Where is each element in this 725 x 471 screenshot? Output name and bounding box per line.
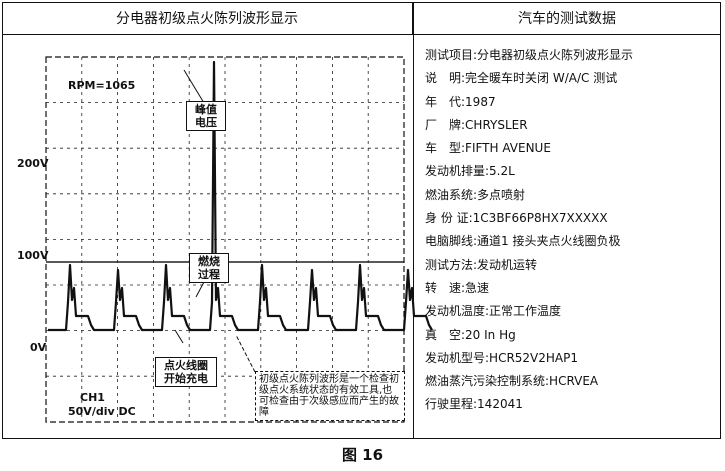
test-data-row: 测试方法:发动机运转 bbox=[425, 257, 538, 272]
test-data-row: 燃油系统:多点喷射 bbox=[425, 187, 526, 202]
scope-grid bbox=[46, 57, 404, 422]
burn-process-pointer bbox=[195, 281, 205, 298]
figure-frame bbox=[2, 2, 721, 439]
test-data-row: 发动机型号:HCR52V2HAP1 bbox=[425, 350, 579, 365]
test-data-row: 真 空:20 In Hg bbox=[425, 327, 516, 342]
test-data-row: 行驶里程:142041 bbox=[425, 397, 523, 412]
channel-label: CH1 bbox=[80, 391, 105, 404]
column-divider bbox=[413, 2, 414, 439]
burn-process-line1: 燃烧 bbox=[198, 255, 220, 268]
burn-process-callout: 燃烧 过程 bbox=[189, 253, 229, 283]
waveform-panel-header: 分电器初级点火陈列波形显示 bbox=[2, 2, 413, 35]
test-data-row: 燃油蒸汽污染控制系统:HCRVEA bbox=[425, 374, 599, 389]
coil-charging-line2: 开始充电 bbox=[164, 372, 208, 385]
burn-process-line2: 过程 bbox=[198, 268, 220, 281]
test-data-row: 发动机温度:正常工作温度 bbox=[425, 304, 562, 319]
test-data-row: 转 速:急速 bbox=[425, 280, 490, 295]
waveform-trace bbox=[48, 60, 433, 332]
test-data-row: 说 明:完全暖车时关闭 W/A/C 测试 bbox=[425, 71, 618, 86]
test-data-panel-header: 汽车的测试数据 bbox=[413, 2, 721, 35]
note-pointer bbox=[235, 334, 256, 373]
rpm-readout: RPM=1065 bbox=[68, 79, 136, 92]
scale-label: 50V/div DC bbox=[68, 405, 136, 418]
peak-voltage-line1: 峰值 bbox=[195, 103, 217, 116]
coil-charging-pointer bbox=[174, 329, 184, 344]
peak-voltage-callout: 峰值 电压 bbox=[186, 101, 226, 131]
test-data-row: 年 代:1987 bbox=[425, 94, 496, 109]
peak-voltage-line2: 电压 bbox=[195, 116, 217, 129]
test-data-row: 身 份 证:1C3BF66P8HX7XXXXX bbox=[425, 211, 608, 226]
coil-charging-callout: 点火线圈 开始充电 bbox=[155, 357, 217, 387]
figure-caption: 图 16 bbox=[341, 446, 384, 464]
y-label-0v: 0V bbox=[30, 341, 47, 354]
test-data-row: 电脑脚线:通道1 接头夹点火线圈负极 bbox=[425, 234, 621, 249]
y-label-100v: 100V bbox=[17, 249, 49, 262]
test-data-row: 车 型:FIFTH AVENUE bbox=[425, 141, 551, 156]
coil-charging-line1: 点火线圈 bbox=[164, 359, 208, 372]
test-data-row: 测试项目:分电器初级点火陈列波形显示 bbox=[425, 48, 634, 62]
peak-voltage-pointer bbox=[183, 69, 205, 104]
test-data-list: 测试项目:分电器初级点火陈列波形显示说 明:完全暖车时关闭 W/A/C 测试年 … bbox=[425, 46, 715, 419]
scope-border bbox=[45, 56, 405, 423]
y-label-200v: 200V bbox=[17, 157, 49, 170]
test-data-row: 发动机排量:5.2L bbox=[425, 164, 515, 179]
waveform-note: 初级点火陈列波形是一个检查初级点火系统状态的有效工具,也可检查由于次级感应而产生… bbox=[255, 371, 405, 421]
test-data-row: 厂 牌:CHRYSLER bbox=[425, 117, 528, 132]
